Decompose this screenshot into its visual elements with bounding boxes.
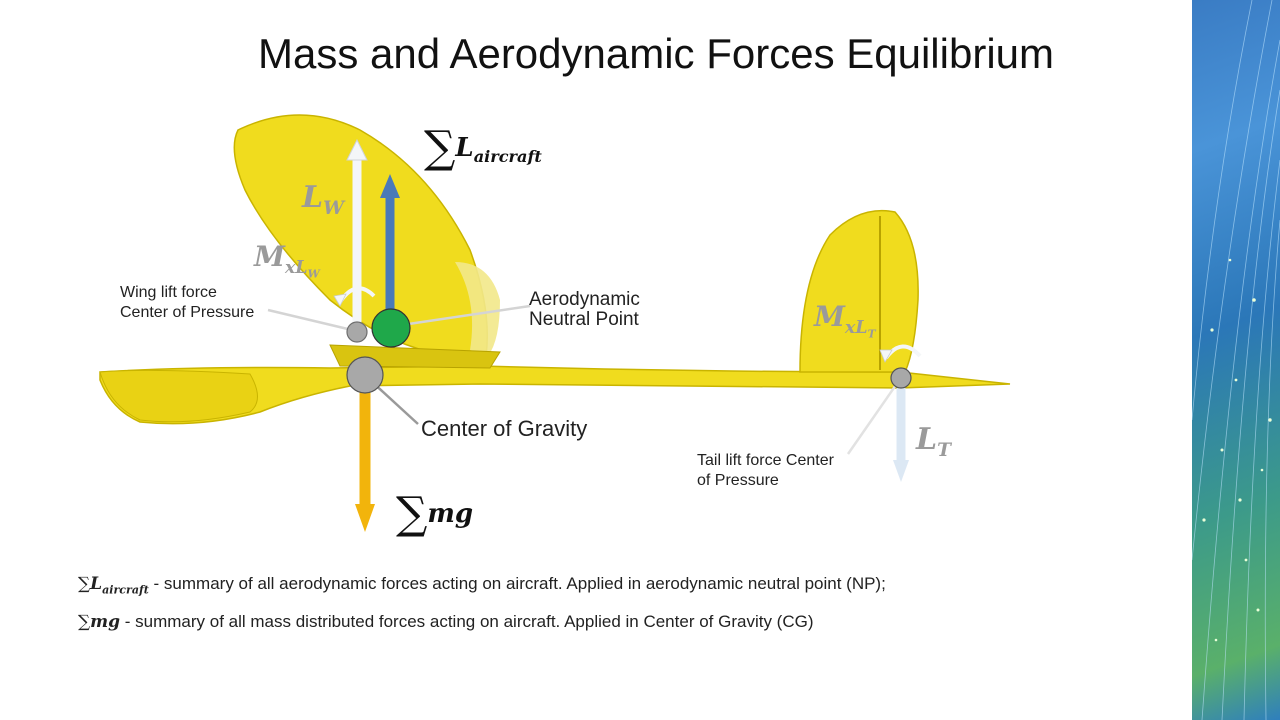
wing-cp-marker	[346, 321, 368, 343]
wing-cp-label: Wing lift force Center of Pressure	[120, 284, 255, 321]
fuselage-body	[99, 365, 1011, 425]
wing-moment-symbol: MxLW	[254, 240, 320, 281]
tail-moment-arrowhead	[879, 349, 893, 363]
wing-shadow	[455, 262, 500, 356]
tail-fin	[799, 209, 919, 373]
nose-pod	[99, 369, 258, 423]
wing-moment-arrowhead	[333, 293, 347, 307]
neutral-point-label: Aerodynamic Neutral Point	[529, 289, 640, 330]
mass-arrowhead	[355, 504, 375, 532]
slide-title: Mass and Aerodynamic Forces Equilibrium	[258, 30, 1054, 77]
sum-lift-symbol: ∑Laircraft	[424, 122, 542, 173]
wing-cp-leader	[267, 308, 353, 332]
tail-lift-symbol: LT	[916, 422, 951, 461]
center-of-gravity-marker	[346, 356, 384, 394]
fiber-optic-decoration	[1192, 0, 1280, 720]
wing-lift-symbol: LW	[302, 180, 344, 219]
sum-mass-symbol: ∑mg	[396, 488, 474, 539]
sum-lift-arrowhead	[380, 174, 400, 198]
tail-moment-symbol: MxLT	[814, 300, 876, 341]
np-leader	[394, 304, 531, 328]
neutral-point-marker	[371, 308, 411, 348]
tail-cp-marker	[890, 367, 912, 389]
aircraft-force-diagram	[99, 114, 1011, 532]
center-of-gravity-label: Center of Gravity	[421, 416, 588, 441]
caption-sum-mass: ∑mg - summary of all mass distributed fo…	[78, 612, 814, 632]
caption-sum-lift: ∑Laircraft - summary of all aerodynamic …	[78, 574, 886, 597]
tail-cp-label: Tail lift force Center of Pressure	[697, 452, 834, 489]
wing-lift-arrowhead	[346, 138, 368, 161]
tail-lift-arrowhead	[893, 460, 909, 482]
tail-cp-leader	[846, 381, 900, 455]
